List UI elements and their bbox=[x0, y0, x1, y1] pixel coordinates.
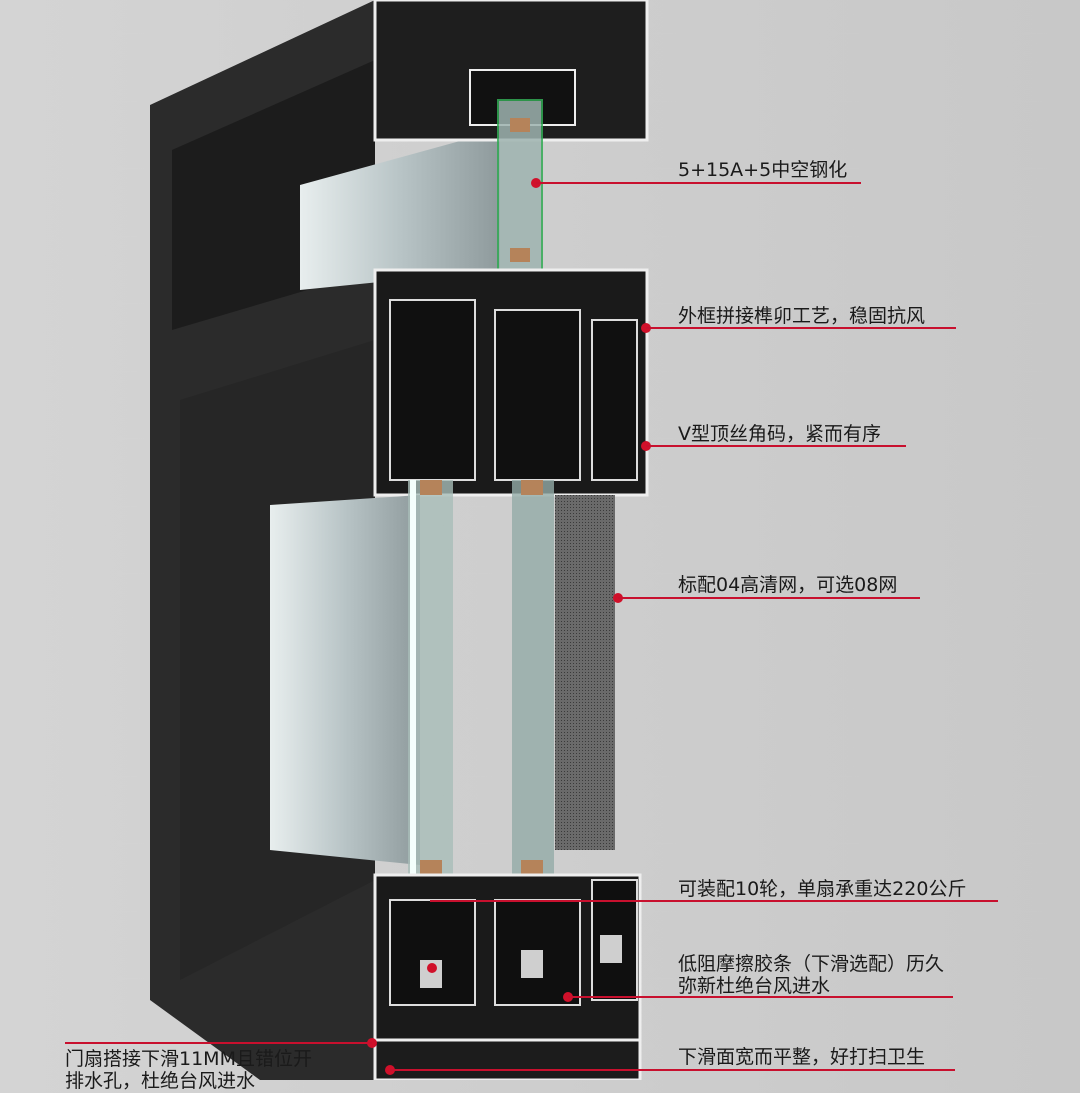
annotation-wheels: 可装配10轮，单扇承重达220公斤 bbox=[678, 878, 967, 900]
callout-line bbox=[430, 900, 998, 902]
annotation-drainage-line1: 门扇搭接下滑11MM且错位开 bbox=[65, 1048, 312, 1070]
callout-dot bbox=[367, 1038, 377, 1048]
callout-line bbox=[646, 445, 906, 447]
callout-line bbox=[568, 996, 953, 998]
screen-mesh bbox=[555, 495, 615, 850]
top-glass bbox=[300, 130, 500, 290]
callout-line bbox=[618, 597, 920, 599]
callout-line bbox=[536, 182, 861, 184]
annotation-screen-mesh: 标配04高清网，可选08网 bbox=[678, 574, 898, 596]
callout-dot bbox=[427, 963, 437, 973]
annotation-bottom-track: 下滑面宽而平整，好打扫卫生 bbox=[678, 1046, 926, 1068]
callout-line bbox=[646, 327, 956, 329]
callout-line bbox=[390, 1069, 955, 1071]
annotation-drainage-line2: 排水孔，杜绝台风进水 bbox=[65, 1070, 256, 1092]
callout-line bbox=[65, 1042, 372, 1044]
annotation-glass: 5+15A+5中空钢化 bbox=[678, 159, 848, 181]
annotation-frame-joint: 外框拼接榫卯工艺，稳固抗风 bbox=[678, 305, 926, 327]
annotation-seal-line2: 弥新杜绝台风进水 bbox=[678, 975, 831, 997]
main-glass bbox=[270, 495, 420, 865]
annotation-seal-line1: 低阻摩擦胶条（下滑选配）历久 bbox=[678, 953, 945, 975]
annotation-corner-connector: V型顶丝角码，紧而有序 bbox=[678, 423, 881, 445]
